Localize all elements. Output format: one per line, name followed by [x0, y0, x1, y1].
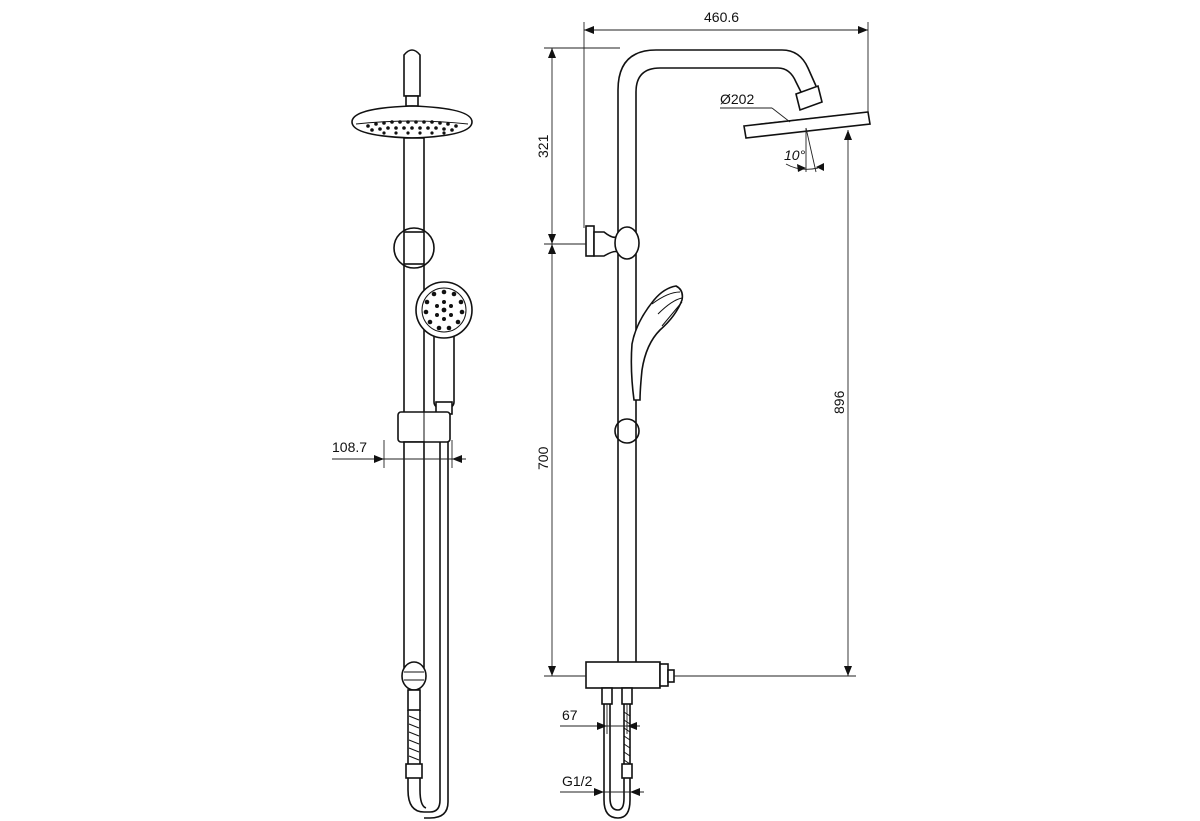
dim-inlet-spacing: 67 [560, 704, 640, 734]
dim-overall-width: 460.6 [583, 9, 869, 228]
side-head-connector [795, 84, 823, 112]
side-wall-bracket [585, 225, 640, 260]
dim-head-height: 896 [674, 130, 856, 677]
dim-thread: G1/2 [560, 773, 644, 796]
front-hand-shower [415, 281, 473, 415]
side-mixer-body [585, 661, 675, 689]
side-tilt-indicator: 10° [784, 127, 824, 173]
side-lower-pipe [617, 419, 637, 662]
side-hand-shower [630, 285, 684, 401]
side-view: 10° [585, 49, 871, 819]
front-diverter-knob [401, 661, 427, 691]
dim-rail-offset: 108.7 [332, 439, 466, 468]
dim-overall-width-label: 460.6 [704, 9, 739, 25]
dim-rail-offset-label: 108.7 [332, 439, 367, 455]
dim-inlet-spacing-label: 67 [562, 707, 578, 723]
dim-upper-height-label: 321 [535, 134, 551, 158]
front-riser-pipe [403, 137, 425, 421]
side-overhead-arm [617, 49, 817, 402]
side-diverter-knob [614, 418, 640, 444]
front-head-connector [405, 95, 419, 107]
side-inlets [601, 687, 633, 819]
front-overhead-shower-head [351, 105, 473, 139]
front-lower-pipe [403, 441, 425, 668]
front-view [351, 49, 473, 819]
dim-tilt-label: 10° [784, 147, 806, 163]
dim-vertical-left: 321 700 [535, 47, 620, 677]
front-riser-top [403, 49, 421, 97]
front-hose [424, 442, 441, 813]
dim-thread-label: G1/2 [562, 773, 593, 789]
dim-head-diameter-label: Ø202 [720, 91, 754, 107]
dim-lower-height-label: 700 [535, 446, 551, 470]
dim-head-diameter: Ø202 [720, 91, 791, 123]
dim-head-height-label: 896 [831, 390, 847, 414]
